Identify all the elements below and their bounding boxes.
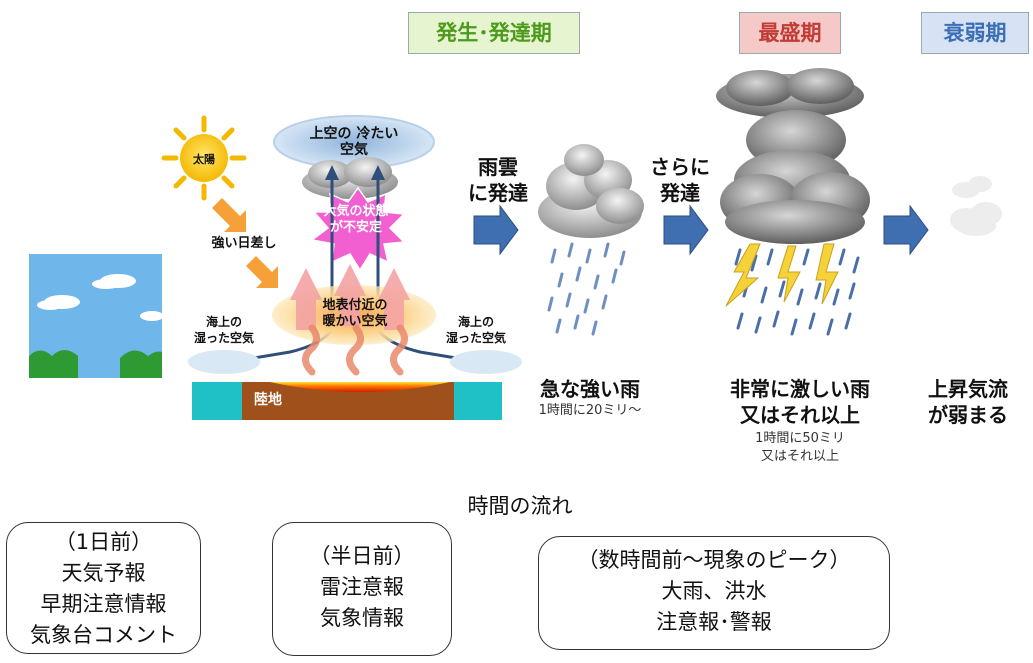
updraft-arrows <box>290 264 410 330</box>
unstable-burst-icon <box>310 186 406 272</box>
sea-air-right-label: 海上の 湿った空気 <box>445 315 506 345</box>
progress-arrow-icon <box>883 204 929 256</box>
weakening-text: 上昇気流 が弱まる <box>928 377 1008 427</box>
strong-sun-label: 強い日差し <box>211 236 277 251</box>
rain-drops-icon <box>547 242 626 336</box>
sky-picture <box>29 254 164 378</box>
sun-label: 太陽 <box>193 153 215 166</box>
progress-arrow-icon <box>663 204 709 256</box>
warm-air-label: 地表付近の 暖かい空気 <box>322 298 388 329</box>
extreme-rain-subtext: 1時間に50ミリ 又はそれ以上 <box>755 431 845 464</box>
lightning-icon <box>725 243 839 307</box>
stage-peak-label: 最盛期 <box>739 12 841 54</box>
thundercloud-icon <box>716 68 870 244</box>
info-box-half-day: （半日前） 雷注意報 気象情報 <box>272 522 452 656</box>
info-box-hours-before: （数時間前～現象のピーク） 大雨、洪水 注意報･警報 <box>538 536 890 650</box>
heavy-rain-text: 急な強い雨 <box>540 377 640 401</box>
rain-cloud-icon <box>538 144 644 238</box>
heavy-rain-subtext: 1時間に20ミリ～ <box>538 403 642 418</box>
stage-development-label: 発生･発達期 <box>408 12 580 54</box>
storm-diagram <box>29 68 1002 420</box>
further-arrow-label: さらに 発達 <box>650 155 710 205</box>
rain-cloud-arrow-label: 雨雲 に発達 <box>468 155 528 205</box>
sunlight-arrow-icon <box>212 198 246 232</box>
sun-icon <box>161 115 247 201</box>
timeline-label: 時間の流れ <box>440 490 600 522</box>
progress-arrow-icon <box>473 204 519 256</box>
info-box-day-before: （1日前） 天気予報 早期注意情報 気象台コメント <box>6 522 201 654</box>
fading-cloud-icon <box>950 176 1002 236</box>
sunlight-arrow-icon <box>246 256 278 288</box>
sea-air-left-label: 海上の 湿った空気 <box>193 315 254 345</box>
land-label: 陸地 <box>254 392 282 408</box>
upper-air-label: 上空の 冷たい 空気 <box>309 126 399 158</box>
extreme-rain-text: 非常に激しい雨 又はそれ以上 <box>730 377 870 427</box>
stage-decay-label: 衰弱期 <box>921 12 1029 54</box>
heavy-rain-icon <box>734 248 860 336</box>
unstable-label: 大気の状態 が不安定 <box>323 204 389 235</box>
